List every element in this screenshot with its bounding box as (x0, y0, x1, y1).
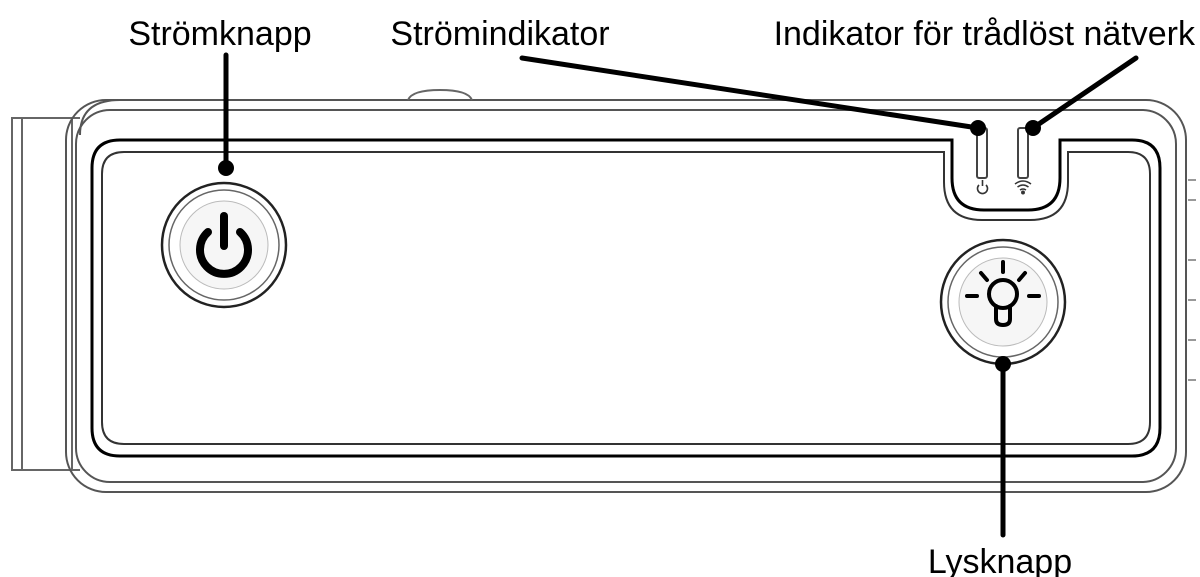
callout-line-power-indicator (519, 55, 981, 131)
device-body (65, 99, 1187, 493)
label-light-button: Lysknapp (928, 543, 1072, 577)
power-icon (196, 212, 252, 278)
top-bump (407, 88, 473, 101)
callout-dot-power-button (218, 160, 234, 176)
callout-dot-power-indicator (970, 120, 986, 136)
side-grip (1188, 179, 1196, 381)
light-button[interactable] (939, 238, 1067, 366)
label-wifi-indicator: Indikator för trådlöst nätverk (774, 15, 1196, 53)
side-tab (11, 117, 80, 471)
power-button[interactable] (160, 181, 288, 309)
front-panel (90, 138, 1162, 458)
callout-line-wifi-indicator (1030, 55, 1139, 131)
callout-dots (218, 120, 1041, 372)
power-indicator (976, 127, 989, 195)
wifi-icon (1014, 180, 1032, 195)
wifi-indicator (1014, 127, 1032, 195)
label-power-indicator: Strömindikator (390, 15, 609, 53)
label-power-button: Strömknapp (128, 15, 311, 53)
callout-lines (223, 52, 1139, 538)
callout-dot-light-button (995, 356, 1011, 372)
power-indicator-icon (976, 180, 989, 195)
callout-dot-wifi-indicator (1025, 120, 1041, 136)
lightbulb-icon (965, 260, 1041, 328)
